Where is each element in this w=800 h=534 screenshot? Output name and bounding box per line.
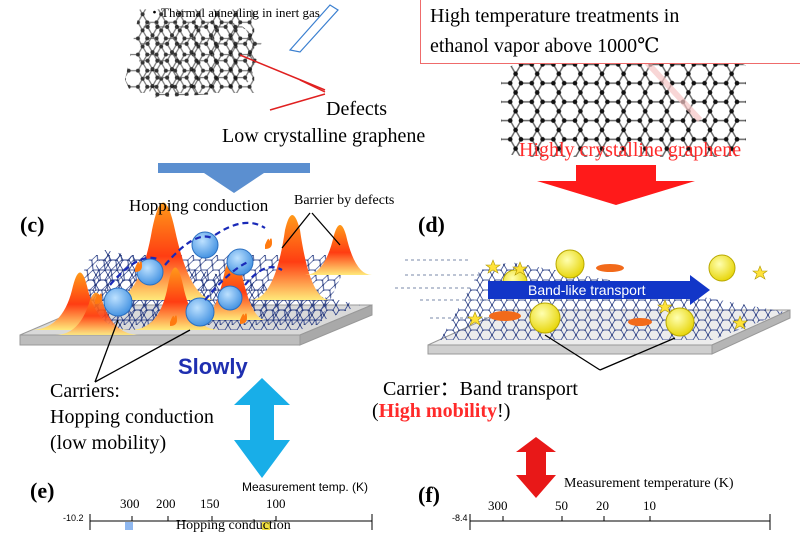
cyan-double-arrow: [234, 378, 290, 478]
hopping-title: Hopping conduction: [129, 196, 269, 215]
panel-d-letter: (d): [418, 212, 445, 237]
carriers-line-3: (low mobility): [50, 432, 167, 454]
down-arrow-red: [537, 165, 695, 205]
panel-f-tick: 20: [596, 498, 609, 513]
annealing-label: ・Thermal annealing in inert gas: [148, 5, 320, 20]
high-crystalline-lattice: [501, 55, 746, 157]
red-double-arrow: [516, 437, 556, 498]
panel-e-y-value: -10.2: [63, 513, 84, 523]
panel-c-letter: (c): [20, 212, 45, 237]
low-crystalline-label: Low crystalline graphene: [222, 125, 426, 147]
speed-lines: [395, 259, 500, 319]
small-barriers: [489, 264, 652, 326]
treatment-line-2: ethanol vapor above 1000℃: [430, 35, 660, 57]
panel-e-tick: 200: [156, 496, 176, 511]
panel-f-tick: 300: [488, 498, 508, 513]
panel-e-letter: (e): [30, 478, 55, 503]
defect-pointer: [239, 54, 326, 91]
panel-f-axis-title: Measurement temperature (K): [564, 476, 734, 491]
panel-e-legend: Hopping conduction: [176, 518, 291, 533]
carriers-line-1: Carriers:: [50, 380, 120, 402]
defect-pointer: [269, 93, 326, 111]
down-arrow-blue: [158, 163, 310, 193]
panel-e-tick: 100: [266, 496, 286, 511]
panel-e-chart: [89, 514, 373, 530]
panel-f-chart: [469, 514, 771, 530]
panel-f-tick: 50: [555, 498, 568, 513]
carrier-band-line: Carrier：Band transport: [383, 378, 578, 400]
high-mobility-line: (High mobility!): [372, 400, 510, 423]
panel-e-axis-title: Measurement temp. (K): [242, 480, 369, 494]
defects-label: Defects: [326, 98, 388, 120]
treatment-callout-box: [420, 0, 800, 64]
hopping-carriers: [103, 231, 254, 327]
band-transport-arrow: [488, 275, 710, 305]
panel-f-y-value: -8.4: [452, 513, 468, 523]
defect-barrier-peaks: [30, 202, 372, 335]
high-mobility-text: High mobility: [378, 400, 498, 422]
panel-e-tick: 300: [120, 496, 140, 511]
carriers-line-2: Hopping conduction: [50, 406, 214, 428]
callout-arrow: [288, 4, 339, 53]
treatment-line-1: High temperature treatments in: [430, 5, 680, 27]
panel-f-letter: (f): [418, 482, 440, 507]
band-arrow-label: Band-like transport: [528, 282, 646, 298]
barrier-label: Barrier by defects: [294, 193, 395, 208]
panel-f-tick: 10: [643, 498, 656, 513]
high-crystalline-label: Highly crystalline graphene: [519, 139, 742, 161]
defect-pointer: [299, 79, 326, 93]
panel-e-tick: 150: [200, 496, 220, 511]
paren-open: (: [372, 400, 379, 422]
hopping-arrows: [109, 221, 283, 301]
panel-d-plate: [427, 262, 791, 355]
paren-close: !): [497, 400, 511, 422]
slowly-label: Slowly: [178, 354, 248, 379]
star-icons: [467, 259, 768, 330]
flame-icons: [95, 238, 272, 326]
